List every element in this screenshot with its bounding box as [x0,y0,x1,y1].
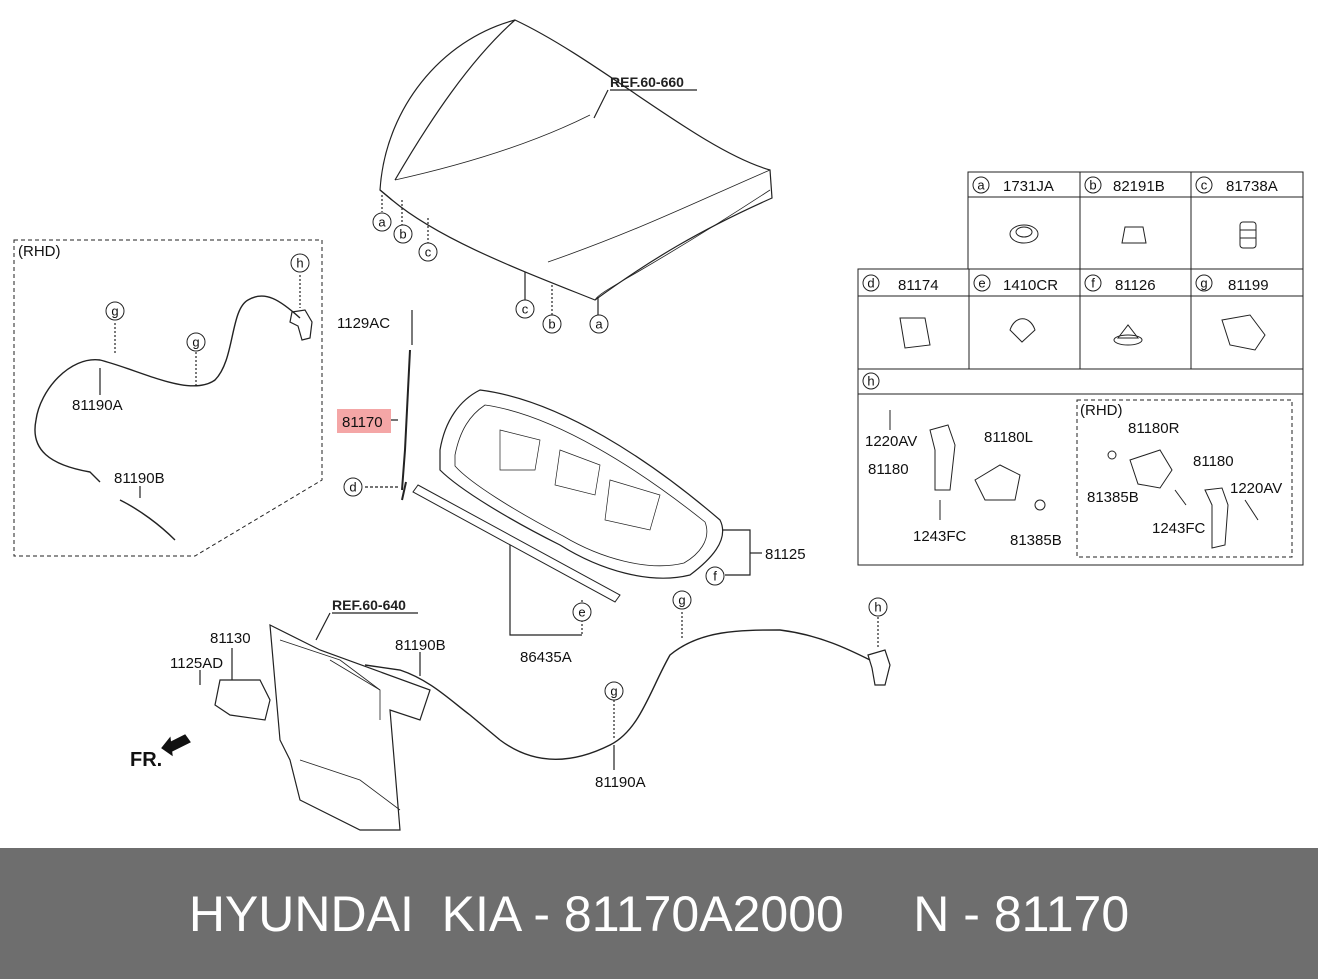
parts-table [857,171,1304,566]
footer-brand-part: HYUNDAI KIA - 81170A2000 [188,885,844,942]
part-81190B-left: 81190B [114,470,165,487]
table-part-b: 82191B [1113,178,1165,195]
table-part-c: 81738A [1226,178,1278,195]
callout-b-1: b [399,227,406,242]
table-part-g: 81199 [1228,277,1269,294]
callout-f-1: f [713,569,717,584]
table-key-c: c [1201,178,1208,193]
footer-code: N - 81170 [913,885,1130,942]
table-h-left-81180L: 81180L [984,429,1033,446]
table-key-e: e [978,276,985,291]
radiator-support [269,623,431,831]
callout-a-1: a [378,215,386,230]
rhd-left-label: (RHD) [18,243,61,260]
part-number-footer: HYUNDAI KIA - 81170A2000 N - 81170 [0,848,1318,979]
part-81190A-bottom: 81190A [595,774,646,791]
callout-d-1: d [349,480,356,495]
callout-a-2: a [595,317,603,332]
callout-g-2: g [192,335,199,350]
callout-c-1: c [425,245,432,260]
callout-g-4: g [610,684,617,699]
table-h-left-81385B: 81385B [1010,532,1062,549]
hood-insulator [439,389,724,579]
part-81130: 81130 [210,630,251,647]
part-81170: 81170 [342,414,383,431]
part-1129AC: 1129AC [337,315,390,332]
callout-h-2: h [874,600,881,615]
callout-g-1: g [111,304,118,319]
callout-h-1: h [296,256,303,271]
table-h-right-81385B: 81385B [1087,489,1139,506]
table-part-e: 1410CR [1003,277,1058,294]
table-h-left-1220AV: 1220AV [865,433,917,450]
part-81190B-bottom: 81190B [395,637,446,654]
part-1125AD: 1125AD [170,655,223,672]
table-h-left-81180: 81180 [868,461,909,478]
part-81190A-left: 81190A [72,397,123,414]
front-direction-label: FR. [130,749,162,771]
table-part-d: 81174 [898,277,939,294]
part-81125: 81125 [765,546,806,563]
table-rhd-label: (RHD) [1080,402,1123,419]
hood-panel [379,19,773,301]
ref-frame-label: REF.60-640 [332,597,406,613]
table-key-a: a [977,178,985,193]
table-h-right-1243FC: 1243FC [1152,520,1206,537]
callout-c-2: c [522,302,529,317]
table-h-left-1243FC: 1243FC [913,528,967,545]
parts-diagram: REF.60-660 REF.60-640 (RHD) 81190A 81190… [13,19,1304,831]
table-key-d: d [867,276,874,291]
callout-e-1: e [578,605,585,620]
ref-hood-label: REF.60-660 [610,74,684,90]
table-part-a: 1731JA [1003,178,1054,195]
table-key-f: f [1091,276,1095,291]
part-86435A: 86435A [520,649,572,666]
table-key-b: b [1089,178,1096,193]
table-h-right-1220AV: 1220AV [1230,480,1282,497]
table-part-f: 81126 [1115,277,1156,294]
callout-b-2: b [548,317,555,332]
table-h-right-81180: 81180 [1193,453,1234,470]
table-key-g: g [1200,276,1207,291]
highlight-81170 [337,409,391,433]
table-h-right-81180R: 81180R [1128,420,1180,437]
callout-g-3: g [678,593,685,608]
table-key-h: h [867,374,874,389]
